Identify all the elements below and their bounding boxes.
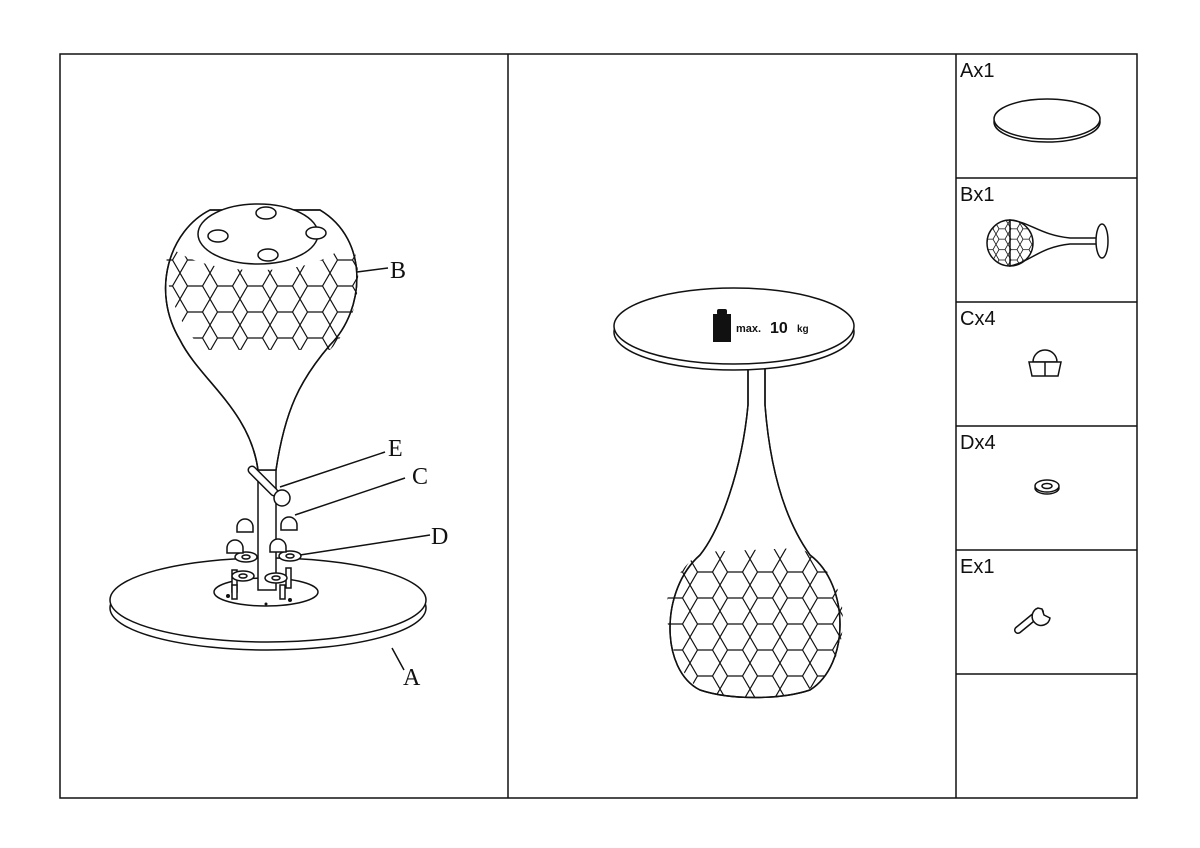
- wrench-e: [247, 465, 291, 507]
- part-d-label: Dx4: [960, 432, 996, 454]
- label-b: B: [390, 258, 406, 284]
- wrench-icon: [1014, 607, 1051, 634]
- part-b-label: Bx1: [960, 184, 994, 206]
- weight-unit: kg: [797, 324, 809, 335]
- weight-icon: [713, 309, 731, 342]
- label-e: E: [388, 436, 403, 462]
- weight-value: 10: [770, 320, 788, 337]
- assembled-table-drawing: max. 10 kg: [613, 287, 855, 699]
- bolts-and-nuts: [226, 516, 302, 600]
- part-e-label: Ex1: [960, 556, 994, 578]
- label-a: A: [403, 665, 421, 691]
- part-c-label: Cx4: [960, 308, 996, 330]
- weight-prefix: max.: [736, 323, 761, 335]
- pedestal-icon: [986, 219, 1109, 267]
- washer-icon: [1034, 479, 1060, 495]
- pedestal-b: [164, 203, 359, 471]
- leader-lines: [279, 267, 431, 671]
- tabletop-icon: [993, 98, 1101, 143]
- label-d: D: [431, 524, 448, 550]
- cap-nut-icon: [1028, 349, 1062, 377]
- frame: [59, 53, 1138, 799]
- label-c: C: [412, 464, 428, 490]
- parts-list: Ax1 Bx1 Cx4 Dx4 Ex1: [960, 60, 1109, 634]
- exploded-assembly-drawing: B E C D A: [109, 203, 448, 691]
- part-a-label: Ax1: [960, 60, 994, 82]
